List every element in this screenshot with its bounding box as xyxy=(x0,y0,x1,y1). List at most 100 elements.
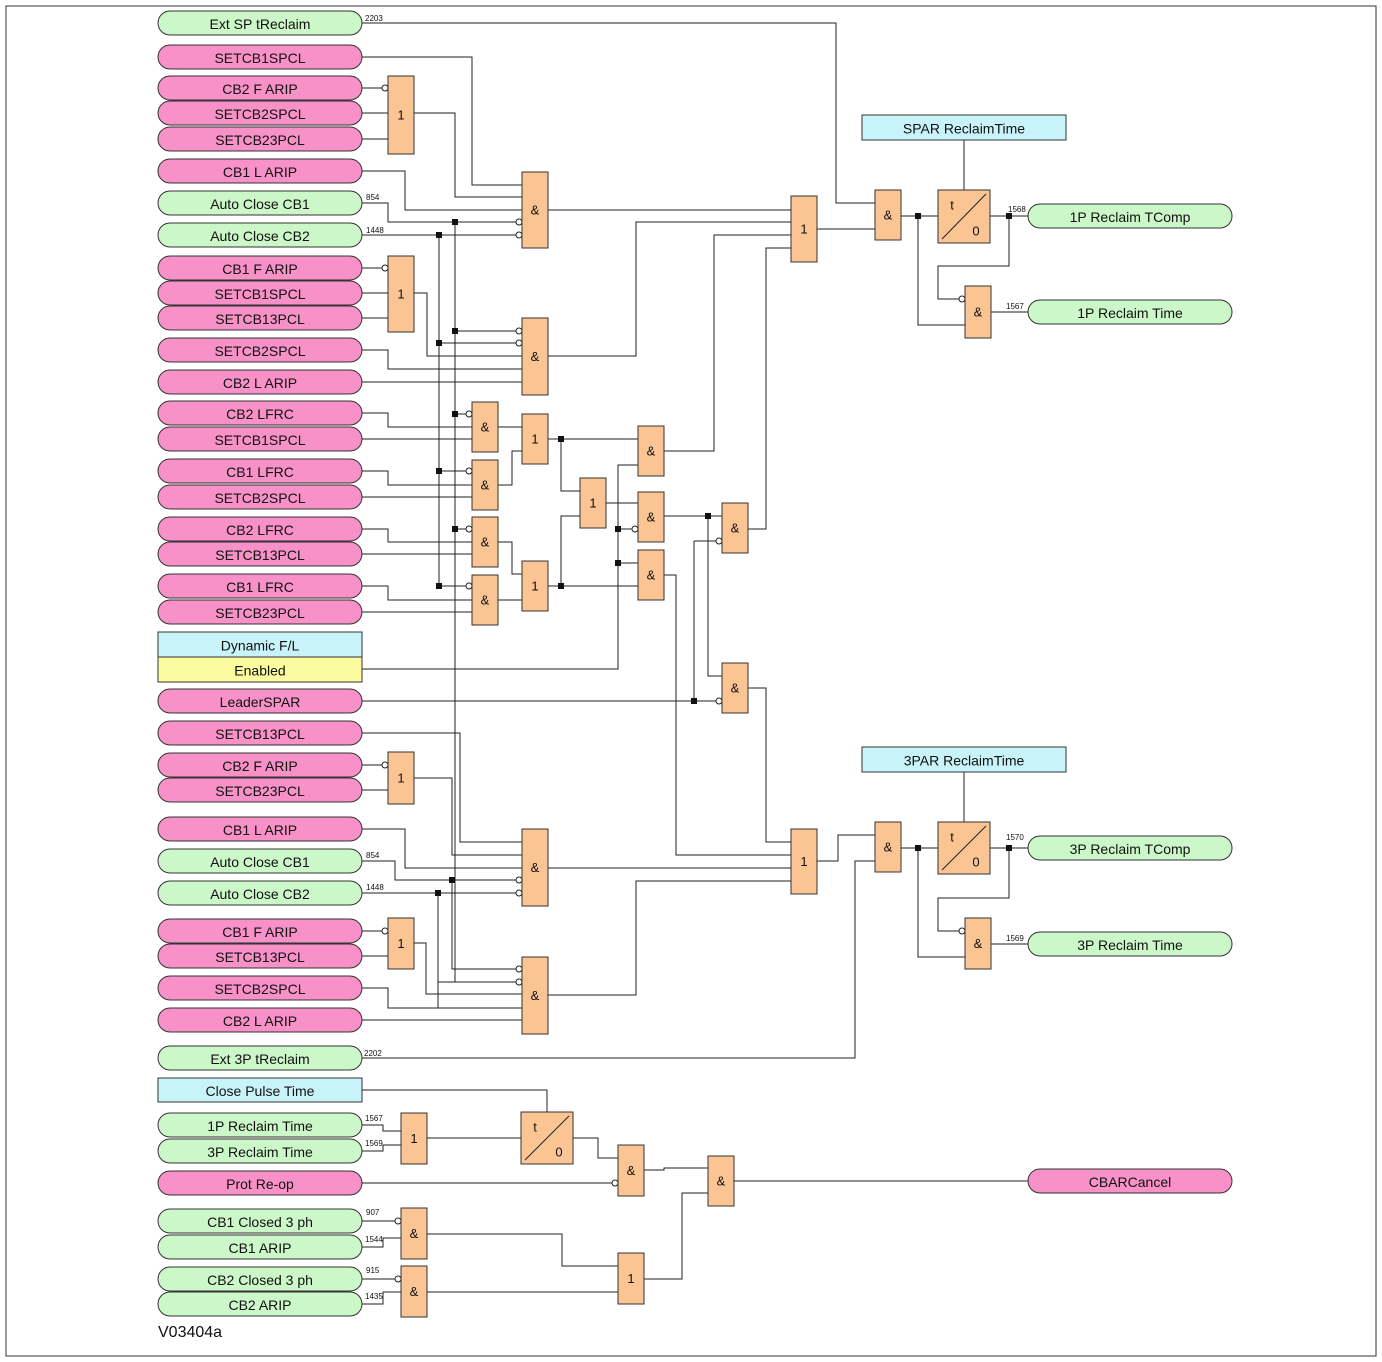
signal-label: CB1 Closed 3 ph xyxy=(207,1214,313,1230)
signal-label: SETCB1SPCL xyxy=(214,432,305,448)
signal-label: SETCB13PCL xyxy=(215,547,305,563)
signal-label: Ext SP tReclaim xyxy=(210,16,311,32)
output-3p-reclaim-time: 3P Reclaim Time xyxy=(1027,931,1233,957)
and-gate-24: & xyxy=(874,821,902,873)
setting-3par-reclaimtime: 3PAR ReclaimTime xyxy=(861,746,1067,773)
signal-auto-close-cb1-2: Auto Close CB1 xyxy=(157,848,363,874)
signal-label: CB2 LFRC xyxy=(226,406,294,422)
signal-label: CB1 L ARIP xyxy=(223,822,297,838)
gate-symbol: & xyxy=(884,840,893,855)
gate-symbol: & xyxy=(974,305,983,320)
and-gate-28: & xyxy=(707,1155,735,1207)
signal-label: SETCB2SPCL xyxy=(214,981,305,997)
gate-symbol: & xyxy=(884,208,893,223)
signal-label: CB2 Closed 3 ph xyxy=(207,1272,313,1288)
signal-ext-3p-treclaim: Ext 3P tReclaim xyxy=(157,1045,363,1071)
signal-setcb1spcl-1: SETCB1SPCL xyxy=(157,44,363,70)
output-label: 1P Reclaim Time xyxy=(1077,305,1183,321)
timer-t: t xyxy=(950,830,954,845)
signal-setcb2spcl-2: SETCB2SPCL xyxy=(157,337,363,363)
signal-cb1-f-arip-2: CB1 F ARIP xyxy=(157,918,363,944)
setting-close-pulse-time-label: Close Pulse Time xyxy=(206,1083,315,1099)
signal-number: 854 xyxy=(366,851,380,860)
signal-label: Auto Close CB1 xyxy=(210,196,310,212)
signal-3p-reclaim-time-input: 3P Reclaim Time xyxy=(157,1138,363,1164)
output-label: CBARCancel xyxy=(1089,1174,1171,1190)
signal-setcb2spcl-3: SETCB2SPCL xyxy=(157,484,363,510)
setting-3par-reclaimtime-label: 3PAR ReclaimTime xyxy=(904,753,1025,769)
signal-setcb13pcl-2: SETCB13PCL xyxy=(157,541,363,567)
gate-symbol: & xyxy=(481,420,490,435)
timer-0: 0 xyxy=(555,1145,562,1160)
signal-setcb13pcl-1: SETCB13PCL xyxy=(157,305,363,331)
signal-setcb13pcl-3: SETCB13PCL xyxy=(157,720,363,746)
diagram-border xyxy=(5,5,1377,1357)
signal-label: Auto Close CB2 xyxy=(210,886,310,902)
or-gate-16: 1 xyxy=(790,195,818,263)
gate-symbol: 1 xyxy=(800,854,807,869)
signal-cb2-f-arip-1: CB2 F ARIP xyxy=(157,75,363,101)
or-gate-21: 1 xyxy=(387,917,415,970)
timer-t: t xyxy=(950,198,954,213)
signal-label: CB1 L ARIP xyxy=(223,164,297,180)
and-gate-3: & xyxy=(521,317,549,396)
gate-symbol: & xyxy=(531,988,540,1003)
signal-setcb23pcl-1: SETCB23PCL xyxy=(157,126,363,152)
signal-cb1-l-arip-1: CB1 L ARIP xyxy=(157,158,363,184)
gate-symbol: & xyxy=(410,1284,419,1299)
timer-t: t xyxy=(533,1120,537,1135)
gate-symbol: & xyxy=(647,444,656,459)
signal-leaderspar: LeaderSPAR xyxy=(157,688,363,714)
signal-number: 2202 xyxy=(364,1049,382,1058)
gate-symbol: & xyxy=(647,510,656,525)
signal-label: 3P Reclaim Time xyxy=(207,1144,313,1160)
signal-label: SETCB2SPCL xyxy=(214,106,305,122)
output-1p-reclaim-tcomp: 1P Reclaim TComp xyxy=(1027,203,1233,229)
output-1p-reclaim-time: 1P Reclaim Time xyxy=(1027,299,1233,325)
signal-auto-close-cb2-2: Auto Close CB2 xyxy=(157,880,363,906)
setting-close-pulse-time: Close Pulse Time xyxy=(157,1077,363,1103)
signal-cb1-l-arip-2: CB1 L ARIP xyxy=(157,816,363,842)
signal-number: 1569 xyxy=(1006,934,1024,943)
signal-cb2-f-arip-2: CB2 F ARIP xyxy=(157,752,363,778)
gate-symbol: & xyxy=(481,593,490,608)
signal-label: Auto Close CB2 xyxy=(210,228,310,244)
and-gate-20: & xyxy=(521,828,549,907)
gate-symbol: & xyxy=(974,936,983,951)
signal-label: SETCB13PCL xyxy=(215,949,305,965)
and-gate-7: & xyxy=(471,574,499,626)
signal-auto-close-cb2-1: Auto Close CB2 xyxy=(157,222,363,248)
signal-setcb13pcl-4: SETCB13PCL xyxy=(157,943,363,969)
signal-number: 1544 xyxy=(365,1235,383,1244)
and-gate-25: & xyxy=(964,917,992,970)
signal-label: CB2 ARIP xyxy=(228,1297,291,1313)
setting-enabled-label: Enabled xyxy=(234,663,285,679)
gate-symbol: 1 xyxy=(410,1131,417,1146)
and-gate-11: & xyxy=(637,425,665,477)
or-gate-31: 1 xyxy=(617,1252,645,1305)
and-gate-17: & xyxy=(874,189,902,241)
and-gate-4: & xyxy=(471,401,499,453)
gate-symbol: 1 xyxy=(397,936,404,951)
and-gate-18: & xyxy=(964,285,992,339)
setting-enabled: Enabled xyxy=(157,656,363,683)
or-gate-0: 1 xyxy=(387,75,415,155)
signal-cb2-l-arip-1: CB2 L ARIP xyxy=(157,369,363,395)
signal-label: Ext 3P tReclaim xyxy=(210,1051,309,1067)
signal-label: SETCB2SPCL xyxy=(214,343,305,359)
gate-symbol: 1 xyxy=(397,287,404,302)
signal-number: 1448 xyxy=(366,883,384,892)
output-label: 3P Reclaim Time xyxy=(1077,937,1183,953)
gate-symbol: 1 xyxy=(800,222,807,237)
and-gate-5: & xyxy=(471,459,499,511)
signal-label: Prot Re-op xyxy=(226,1176,294,1192)
setting-dynamic-fl: Dynamic F/L xyxy=(157,631,363,658)
signal-number: 1569 xyxy=(365,1139,383,1148)
signal-number: 1567 xyxy=(1006,302,1024,311)
and-gate-30: & xyxy=(400,1265,428,1318)
signal-setcb2spcl-4: SETCB2SPCL xyxy=(157,975,363,1001)
timer-0: 0 xyxy=(972,855,979,870)
gate-symbol: & xyxy=(481,535,490,550)
signal-label: SETCB1SPCL xyxy=(214,286,305,302)
